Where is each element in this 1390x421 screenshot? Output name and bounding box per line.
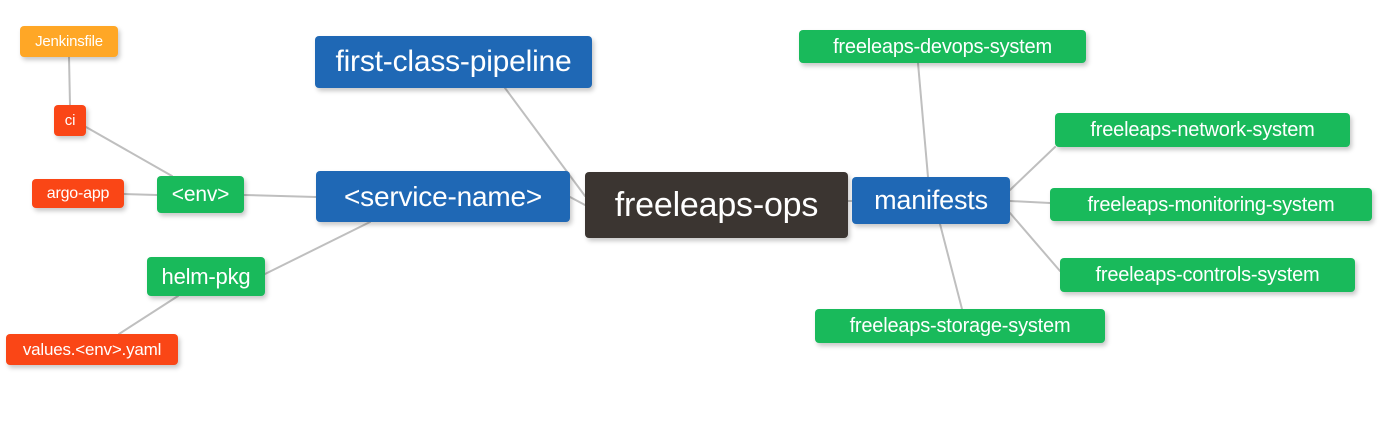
node-label-root: freeleaps-ops	[614, 186, 819, 224]
edge-ci-to-jenkinsfile	[68, 56, 71, 106]
node-jenkinsfile[interactable]: Jenkinsfile	[20, 26, 118, 57]
node-freeleaps-monitoring-system[interactable]: freeleaps-monitoring-system	[1050, 188, 1372, 221]
node-values-yaml[interactable]: values.<env>.yaml	[6, 334, 178, 365]
node-freeleaps-storage-system[interactable]: freeleaps-storage-system	[815, 309, 1105, 343]
edge-manifests-to-freeleaps-controls-system	[1009, 212, 1061, 272]
node-helm-pkg[interactable]: helm-pkg	[147, 257, 265, 296]
node-label-env: <env>	[171, 183, 230, 206]
node-manifests[interactable]: manifests	[852, 177, 1010, 224]
edge-manifests-to-freeleaps-network-system	[1009, 146, 1056, 191]
edge-helm-pkg-to-values-yaml	[118, 295, 179, 335]
node-service-name[interactable]: <service-name>	[316, 171, 570, 222]
edge-root-to-first-class-pipeline	[504, 87, 586, 197]
edge-env-to-argo-app	[123, 193, 158, 196]
edge-service-name-to-helm-pkg	[264, 221, 371, 275]
edge-env-to-ci	[85, 126, 173, 177]
node-label-first-class-pipeline: first-class-pipeline	[335, 45, 572, 78]
node-label-freeleaps-network-system: freeleaps-network-system	[1090, 119, 1315, 141]
node-freeleaps-controls-system[interactable]: freeleaps-controls-system	[1060, 258, 1355, 292]
node-label-manifests: manifests	[874, 185, 988, 215]
node-root[interactable]: freeleaps-ops	[585, 172, 848, 238]
node-label-freeleaps-monitoring-system: freeleaps-monitoring-system	[1087, 193, 1335, 216]
edge-manifests-to-freeleaps-monitoring-system	[1009, 200, 1051, 204]
node-freeleaps-network-system[interactable]: freeleaps-network-system	[1055, 113, 1350, 147]
edge-service-name-to-env	[243, 194, 317, 198]
node-label-ci: ci	[64, 112, 76, 129]
node-first-class-pipeline[interactable]: first-class-pipeline	[315, 36, 592, 88]
node-label-jenkinsfile: Jenkinsfile	[35, 33, 103, 50]
node-label-service-name: <service-name>	[344, 180, 542, 212]
node-label-freeleaps-controls-system: freeleaps-controls-system	[1095, 264, 1320, 286]
node-label-freeleaps-devops-system: freeleaps-devops-system	[833, 35, 1052, 58]
node-label-argo-app: argo-app	[46, 184, 110, 202]
node-label-freeleaps-storage-system: freeleaps-storage-system	[849, 315, 1071, 337]
node-freeleaps-devops-system[interactable]: freeleaps-devops-system	[799, 30, 1086, 63]
node-label-values-yaml: values.<env>.yaml	[22, 340, 162, 359]
node-argo-app[interactable]: argo-app	[32, 179, 124, 208]
node-label-helm-pkg: helm-pkg	[161, 263, 251, 289]
edge-manifests-to-freeleaps-devops-system	[917, 62, 929, 178]
node-ci[interactable]: ci	[54, 105, 86, 136]
edge-manifests-to-freeleaps-storage-system	[939, 223, 963, 310]
node-env[interactable]: <env>	[157, 176, 244, 213]
edge-root-to-service-name	[569, 196, 586, 206]
